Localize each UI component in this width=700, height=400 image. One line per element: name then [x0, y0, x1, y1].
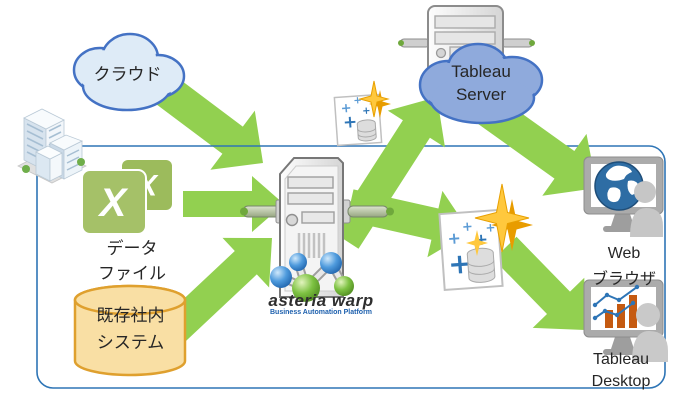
- asteria-tagline-text: Business Automation Platform: [269, 309, 373, 316]
- arrow-legacy-to-hub: [161, 237, 272, 344]
- svg-text:+: +: [353, 95, 362, 107]
- asteria-logo-text: asteria warp: [268, 291, 374, 310]
- molecule-icon: [270, 252, 354, 302]
- user-silhouette-icon: [632, 303, 668, 362]
- svg-text:X: X: [98, 181, 129, 225]
- svg-text:+: +: [342, 112, 358, 133]
- data-file-label: データ ファイル: [98, 239, 166, 283]
- svg-text:+: +: [461, 219, 473, 235]
- svg-text:+: +: [362, 106, 371, 118]
- svg-text:+: +: [447, 228, 462, 248]
- legacy-database-icon: [73, 284, 187, 377]
- tableau-extract-icon-small: + + + +: [333, 80, 391, 147]
- user-silhouette-icon: [630, 181, 663, 237]
- legacy-system-label: 既存社内 システム: [96, 306, 165, 352]
- arrow-excel-to-hub: [183, 176, 284, 232]
- office-building-icon: [17, 108, 87, 184]
- company-boundary: [36, 145, 666, 389]
- web-browser-monitor-icon: [583, 156, 664, 237]
- tableau-server-cloud-icon: [418, 42, 544, 125]
- cloud-label: クラウド: [93, 65, 162, 84]
- chart-icon: [592, 284, 640, 328]
- tableau-server-label: Tableau Server: [451, 62, 511, 104]
- excel-files-icon: X X: [81, 160, 172, 235]
- tableau-desktop-label: Tableau Desktop: [591, 351, 651, 390]
- asteria-warp-logo: asteria warp Business Automation Platfor…: [246, 291, 396, 316]
- arrow-extract-to-desktop: [493, 236, 585, 330]
- svg-text:+: +: [485, 220, 496, 235]
- cloud-icon: [72, 32, 186, 112]
- svg-text:+: +: [340, 101, 352, 117]
- tableau-extract-icon-large: + + + + + +: [438, 183, 533, 291]
- web-browser-label: Web ブラウザ: [591, 245, 656, 288]
- tableau-desktop-monitor-icon: [583, 279, 668, 362]
